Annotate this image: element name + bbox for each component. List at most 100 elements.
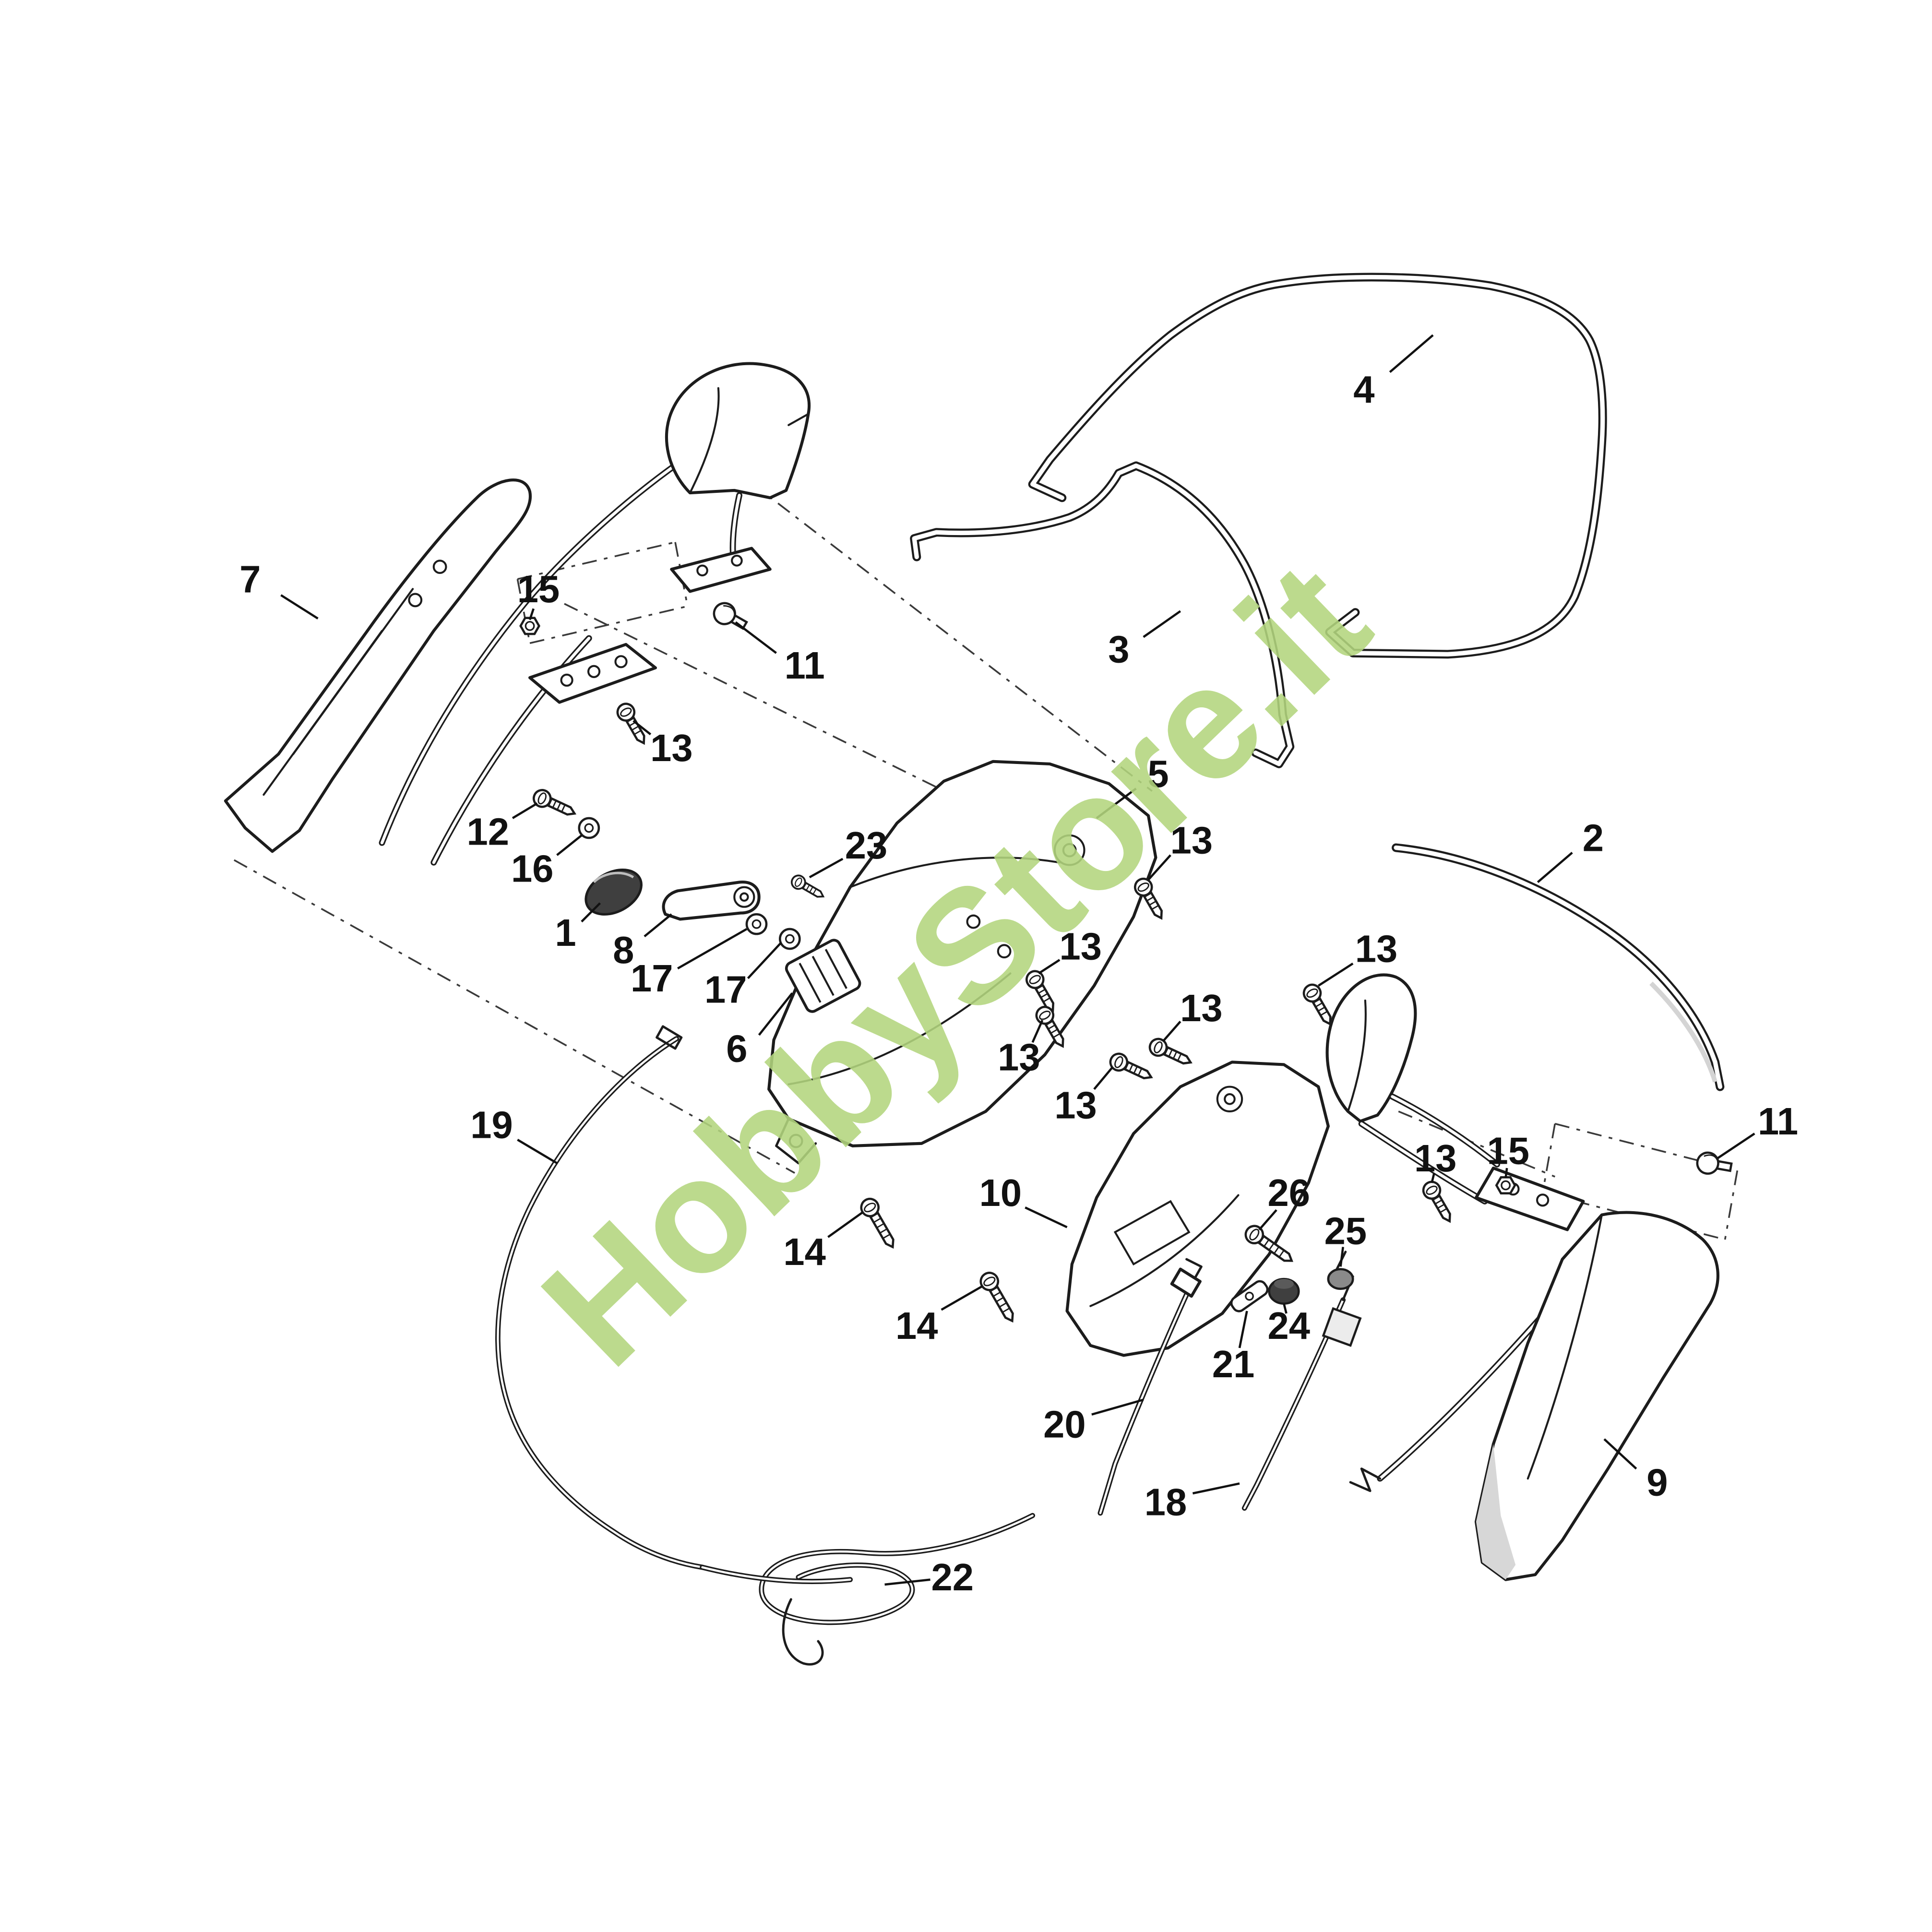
- part-25-bushing: [1327, 1268, 1354, 1290]
- part-number-label: 14: [783, 1230, 826, 1273]
- part-number-label: 13: [650, 727, 693, 769]
- leader-line: [1192, 1482, 1240, 1495]
- leader-line: [280, 594, 319, 620]
- part-number-label: 13: [1180, 987, 1223, 1029]
- part-10-console: [1065, 1061, 1330, 1357]
- leader-line: [528, 608, 535, 620]
- leader-line: [735, 621, 777, 654]
- part-7-console-left: [224, 478, 532, 853]
- part-number-label: 12: [467, 811, 510, 853]
- leader-line: [1258, 1209, 1277, 1230]
- nut-15-left: [521, 618, 539, 634]
- leader-line: [1431, 1172, 1435, 1183]
- part-number-label: 23: [845, 824, 888, 867]
- leader-line: [677, 928, 748, 970]
- part-number-label: 1: [555, 911, 576, 954]
- leader-line: [747, 942, 782, 979]
- upper-handle-grip-right: [1325, 973, 1417, 1123]
- leader-line: [581, 902, 601, 923]
- leader-line: [1162, 1021, 1181, 1042]
- screw-14: [858, 1196, 900, 1252]
- leader-line: [1038, 959, 1061, 975]
- part-number-label: 13: [1170, 819, 1213, 862]
- screw-13: [614, 701, 651, 747]
- part-number-label: 13: [1355, 928, 1398, 970]
- right-mounting-bracket: [1474, 1167, 1585, 1231]
- leader-line: [644, 913, 672, 938]
- part-6-switch-housing: [785, 939, 861, 1013]
- part-8-lever: [662, 881, 761, 921]
- part-2-lower-handle-tube: [1396, 848, 1720, 1087]
- part-number-label: 20: [1043, 1403, 1086, 1446]
- bolt-11-right: [1695, 1151, 1732, 1178]
- part-number-label: 18: [1145, 1480, 1187, 1523]
- part-number-label: 17: [631, 957, 673, 1000]
- part-number-label: 19: [470, 1104, 513, 1146]
- leader-line: [827, 1211, 863, 1238]
- part-number-label: 13: [1414, 1137, 1457, 1180]
- part-number-label: 2: [1583, 816, 1604, 859]
- part-number-label: 13: [998, 1036, 1040, 1079]
- leader-line: [1096, 787, 1137, 819]
- leader-line: [941, 1285, 983, 1311]
- screw-13: [1420, 1179, 1457, 1225]
- screw-12: [531, 787, 578, 821]
- leader-line: [1339, 1247, 1344, 1267]
- part-number-label: 8: [613, 929, 634, 971]
- part-number-label: 13: [1060, 925, 1102, 967]
- leader-line: [1238, 1311, 1248, 1348]
- part-22-cable-loop: [703, 1515, 1033, 1664]
- left-mounting-bracket: [528, 643, 657, 704]
- leader-line: [1093, 1066, 1114, 1090]
- right-handle-tubes: [1349, 1097, 1614, 1492]
- screw-14: [978, 1270, 1020, 1325]
- part-number-label: 22: [931, 1556, 974, 1598]
- part-number-label: 17: [704, 968, 747, 1011]
- part-19-cable: [498, 1025, 702, 1567]
- leader-line: [1283, 1303, 1288, 1314]
- leader-line: [884, 1578, 930, 1586]
- part-9-console-right: [1474, 1211, 1719, 1581]
- leader-line: [1025, 1206, 1068, 1228]
- part-number-label: 5: [1147, 752, 1169, 795]
- part-number-label: 16: [511, 847, 554, 890]
- upper-handle-grip-left: [665, 362, 811, 593]
- leader-line: [1504, 1168, 1508, 1178]
- part-number-label: 13: [1054, 1084, 1097, 1127]
- part-number-label: 25: [1324, 1210, 1367, 1252]
- leader-line: [556, 835, 583, 856]
- leader-line: [1537, 852, 1573, 883]
- leader-line: [1143, 610, 1181, 638]
- leader-line: [1603, 1438, 1637, 1470]
- part-number-label: 15: [1487, 1130, 1529, 1172]
- part-number-label: 11: [785, 644, 825, 687]
- leader-line: [517, 1139, 558, 1164]
- leader-line: [1389, 334, 1434, 373]
- part-number-label: 26: [1267, 1171, 1310, 1214]
- part-number-label: 6: [726, 1027, 747, 1070]
- leader-line: [1717, 1133, 1755, 1159]
- leader-line: [809, 858, 844, 879]
- washer-16: [579, 818, 599, 838]
- washer-17: [747, 914, 766, 934]
- part-number-label: 4: [1353, 368, 1374, 411]
- leader-line: [1147, 854, 1171, 881]
- part-number-label: 14: [895, 1304, 938, 1347]
- screw-23: [788, 872, 828, 904]
- part-number-label: 15: [517, 568, 560, 610]
- leader-line: [1091, 1398, 1144, 1416]
- washer-17: [780, 929, 799, 949]
- screw-13: [1108, 1051, 1155, 1085]
- screw-13: [1147, 1036, 1194, 1070]
- part-number-label: 21: [1212, 1343, 1255, 1385]
- leader-line: [1031, 1020, 1044, 1043]
- leader-line: [758, 992, 793, 1036]
- leader-line: [512, 802, 538, 819]
- part-number-label: 3: [1108, 628, 1129, 671]
- part-number-label: 7: [239, 558, 261, 600]
- part-number-label: 10: [979, 1171, 1022, 1214]
- part-24-knob: [1268, 1277, 1300, 1305]
